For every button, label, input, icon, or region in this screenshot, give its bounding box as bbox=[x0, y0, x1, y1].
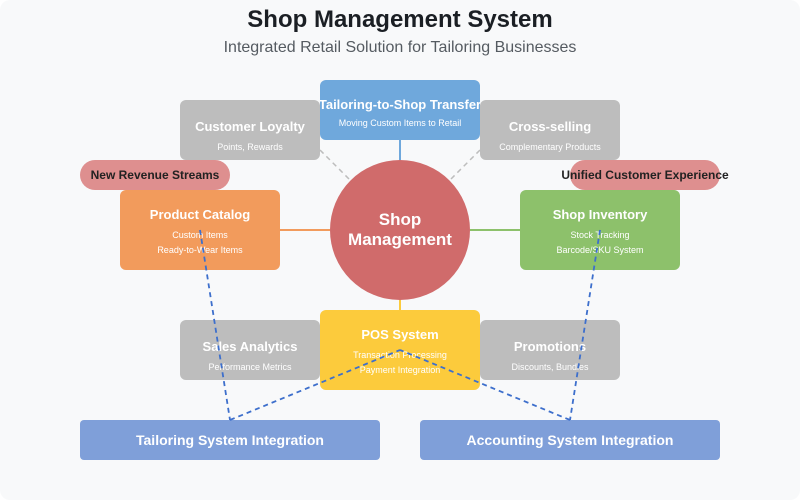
sales-analytics-detail: Performance Metrics bbox=[208, 362, 292, 372]
shop-management-hub[interactable]: Shop Management bbox=[330, 160, 470, 300]
hub-label-line-1: Shop bbox=[378, 210, 422, 229]
pos-system-box[interactable]: POS System Transaction Processing Paymen… bbox=[320, 310, 480, 390]
promotions-box[interactable]: Promotions Discounts, Bundles bbox=[480, 320, 620, 380]
connector-cross-selling bbox=[449, 149, 481, 181]
customer-loyalty-detail: Points, Rewards bbox=[217, 142, 283, 152]
page-title: Shop Management System bbox=[247, 6, 553, 33]
shop-inventory-box[interactable]: Shop Inventory Stock Tracking Barcode/SK… bbox=[520, 190, 680, 270]
unified-customer-experience-badge: Unified Customer Experience bbox=[561, 160, 729, 190]
product-catalog-detail-1: Custom Items bbox=[172, 230, 228, 240]
transfer-title: Tailoring-to-Shop Transfer bbox=[320, 97, 480, 112]
customer-loyalty-box[interactable]: Customer Loyalty Points, Rewards bbox=[180, 100, 320, 160]
hub-label-line-2: Management bbox=[348, 230, 452, 249]
sales-analytics-box[interactable]: Sales Analytics Performance Metrics bbox=[180, 320, 320, 380]
page-subtitle: Integrated Retail Solution for Tailoring… bbox=[223, 39, 577, 56]
shop-inventory-title: Shop Inventory bbox=[552, 207, 648, 222]
product-catalog-title: Product Catalog bbox=[149, 207, 251, 222]
cross-selling-title: Cross-selling bbox=[508, 119, 592, 134]
new-revenue-streams-badge: New Revenue Streams bbox=[80, 160, 230, 190]
promotions-detail: Discounts, Bundles bbox=[511, 362, 589, 372]
accounting-system-integration-bar[interactable]: Accounting System Integration bbox=[420, 420, 720, 460]
pos-system-title: POS System bbox=[361, 327, 439, 342]
pos-system-detail-1: Transaction Processing bbox=[353, 350, 447, 360]
promotions-title: Promotions bbox=[513, 339, 587, 354]
customer-loyalty-title: Customer Loyalty bbox=[195, 119, 305, 134]
sales-analytics-title: Sales Analytics bbox=[202, 339, 298, 354]
transfer-box[interactable]: Tailoring-to-Shop Transfer Moving Custom… bbox=[320, 80, 480, 140]
product-catalog-box[interactable]: Product Catalog Custom Items Ready-to-We… bbox=[120, 190, 280, 270]
connector-loyalty bbox=[319, 149, 351, 181]
pos-system-detail-2: Payment Integration bbox=[359, 365, 441, 375]
cross-selling-detail: Complementary Products bbox=[499, 142, 601, 152]
tailoring-system-integration-bar[interactable]: Tailoring System Integration bbox=[80, 420, 380, 460]
cross-selling-box[interactable]: Cross-selling Complementary Products bbox=[480, 100, 620, 160]
transfer-detail: Moving Custom Items to Retail bbox=[338, 118, 462, 128]
product-catalog-detail-2: Ready-to-Wear Items bbox=[157, 245, 243, 255]
shop-inventory-detail-1: Stock Tracking bbox=[570, 230, 630, 240]
shop-inventory-detail-2: Barcode/SKU System bbox=[556, 245, 644, 255]
